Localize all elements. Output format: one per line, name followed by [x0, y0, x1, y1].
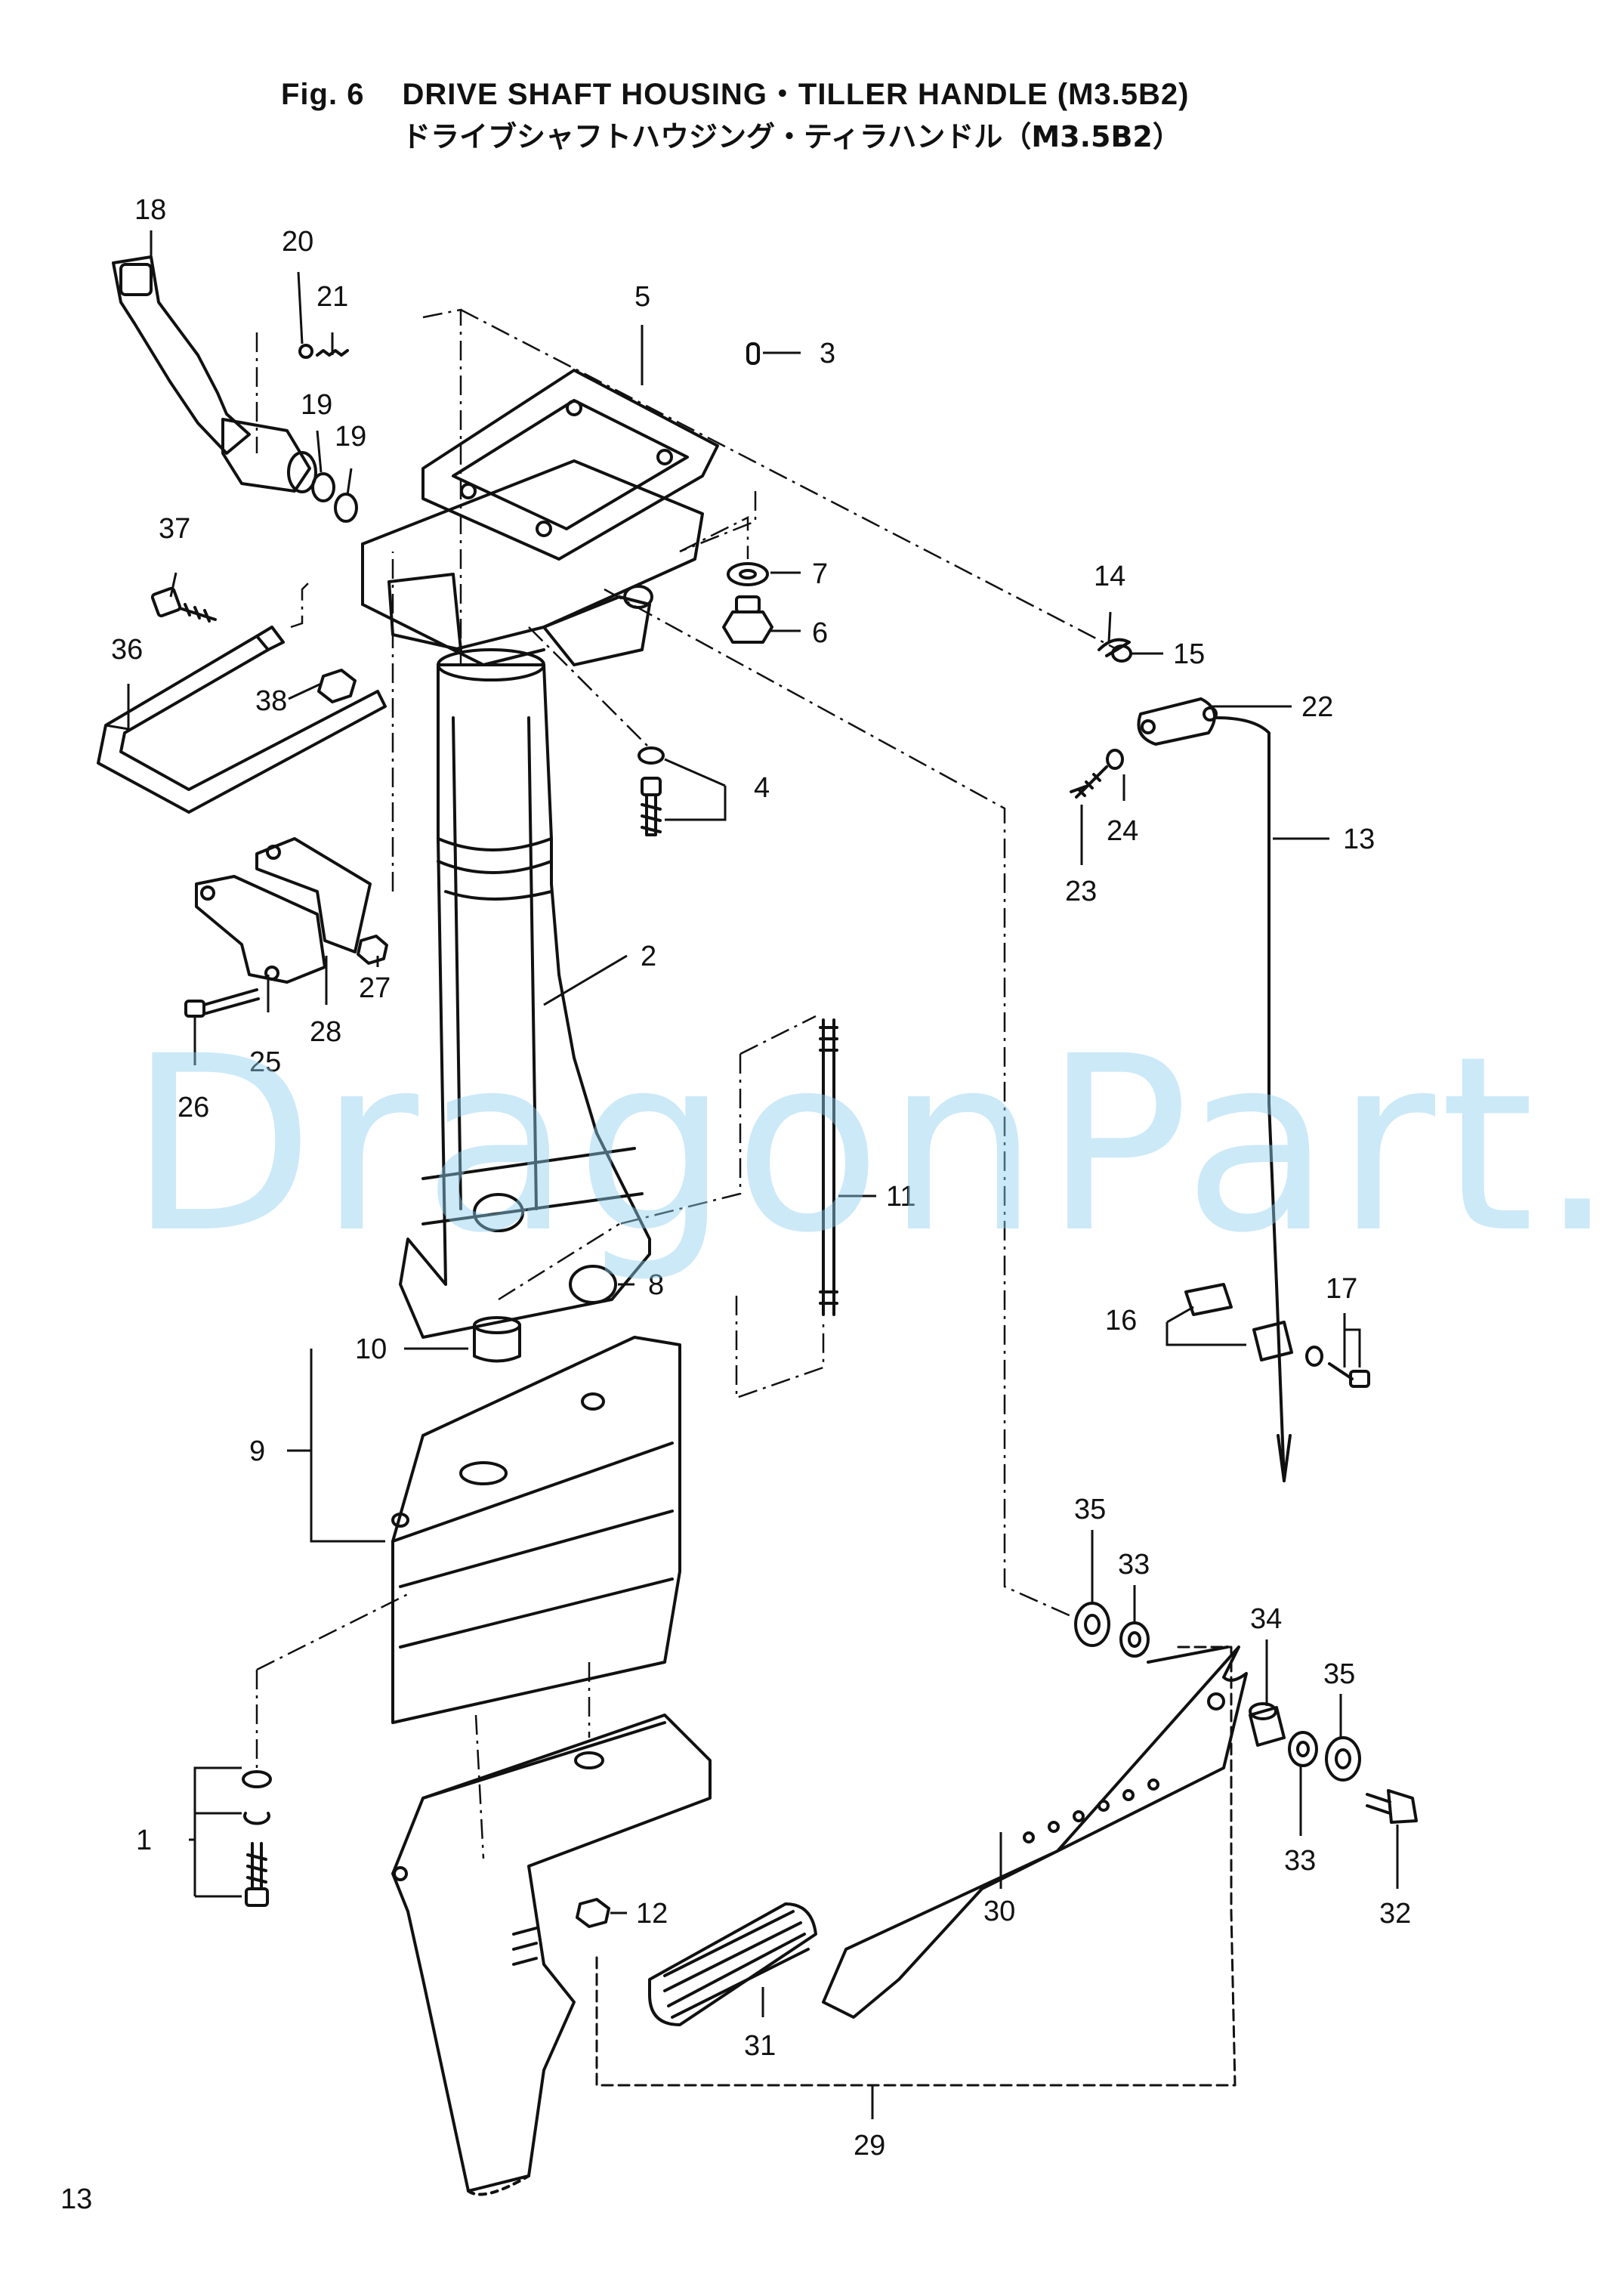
title-english: DRIVE SHAFT HOUSING・TILLER HANDLE (M3.5B… [402, 78, 1190, 111]
part-9-lower-casing [391, 1336, 681, 1724]
part-2-drive-shaft-housing [399, 648, 651, 1339]
callout-25: 25 [249, 1046, 281, 1078]
part-36-tilt-handle [97, 626, 387, 814]
callout-38: 38 [255, 685, 287, 717]
callout-30: 30 [983, 1896, 1015, 1927]
callout-19-a: 19 [301, 389, 332, 421]
part-27-nut [357, 935, 388, 965]
part-37-bolt [150, 586, 217, 623]
callout-23: 23 [1065, 876, 1097, 907]
callout-21: 21 [316, 281, 348, 313]
upper-mount-housing [361, 459, 704, 666]
title-japanese: ドライブシャフトハウジング・ティラハンドル（M3.5B2） [402, 120, 1181, 153]
part-32-bolt [1366, 1789, 1418, 1824]
callout-33-a: 33 [1118, 1549, 1150, 1581]
part-28-plate [255, 837, 372, 953]
part-1-bolt-set [242, 1770, 272, 1907]
part-35-washer-a [1074, 1602, 1110, 1647]
part-19-oring-b [334, 493, 358, 523]
callout-22: 22 [1301, 691, 1333, 723]
callout-26: 26 [178, 1092, 209, 1123]
callout-33-b: 33 [1284, 1845, 1316, 1877]
callout-28: 28 [310, 1016, 341, 1048]
part-12-nut [576, 1898, 610, 1928]
part-14-cotter-pin [1098, 638, 1131, 657]
part-29-assembly-outline [595, 1646, 1237, 2087]
part-34-spacer [1249, 1702, 1286, 1747]
callout-35-a: 35 [1074, 1494, 1106, 1525]
callout-6: 6 [812, 617, 828, 649]
callout-labels: 18 20 21 19 19 5 3 37 36 38 7 6 14 15 22… [111, 194, 1411, 2162]
callout-11: 11 [886, 1181, 915, 1213]
callout-34: 34 [1250, 1603, 1282, 1635]
callout-10: 10 [355, 1333, 387, 1365]
callout-18: 18 [134, 194, 166, 226]
callout-13: 13 [1343, 824, 1375, 855]
callout-1: 1 [136, 1825, 152, 1856]
part-15-washer [1111, 644, 1132, 663]
part-8-plug [569, 1265, 617, 1304]
part-7-washer [727, 562, 769, 586]
gear-case [391, 1714, 712, 2196]
callout-16: 16 [1105, 1305, 1137, 1337]
part-10-bushing [473, 1316, 521, 1363]
callout-15: 15 [1173, 638, 1205, 670]
callout-5: 5 [634, 281, 650, 313]
title-english-line: Fig. 6 DRIVE SHAFT HOUSING・TILLER HANDLE … [281, 70, 1190, 113]
callout-32: 32 [1379, 1898, 1411, 1930]
figure-number: Fig. 6 [281, 78, 365, 111]
part-26-bolt [184, 988, 260, 1018]
part-33-bushing-a [1119, 1621, 1150, 1658]
part-20-ball [298, 344, 313, 359]
page-number: 13 [60, 2183, 93, 2215]
part-16-rod-clamp [1184, 1283, 1293, 1361]
part-5-gasket [421, 369, 719, 561]
part-11-stud-bolt [819, 1018, 838, 1316]
callout-35-b: 35 [1323, 1658, 1355, 1690]
callout-29: 29 [854, 2130, 885, 2162]
callout-20: 20 [282, 226, 313, 258]
callout-17: 17 [1326, 1273, 1357, 1305]
callout-12: 12 [636, 1898, 668, 1930]
part-25-plate [195, 875, 326, 984]
part-38-nut [317, 669, 357, 703]
callout-31: 31 [744, 2030, 776, 2062]
assembly-guide-lines [255, 308, 1119, 1859]
part-24-washer [1106, 749, 1124, 770]
part-13-shift-rod [1215, 716, 1292, 1482]
part-35-washer-b [1325, 1736, 1361, 1782]
callout-27: 27 [359, 972, 391, 1004]
callout-36: 36 [111, 634, 143, 666]
callout-3: 3 [820, 338, 835, 369]
part-33-bushing-b [1288, 1731, 1318, 1767]
leader-lines [105, 230, 1399, 2119]
callout-7: 7 [812, 558, 828, 590]
callout-9: 9 [249, 1435, 265, 1467]
callout-14: 14 [1094, 561, 1125, 592]
part-31-grip [648, 1902, 817, 2026]
part-30-tiller-arm [822, 1646, 1248, 2019]
callout-19-b: 19 [335, 421, 366, 453]
part-17-screw-washer [1305, 1346, 1370, 1388]
part-4-bolt [638, 746, 665, 836]
callout-24: 24 [1107, 815, 1138, 847]
callout-2: 2 [641, 941, 656, 972]
part-6-plug [722, 595, 773, 644]
part-3-dowel-pin [746, 342, 760, 365]
part-19-oring-a [311, 472, 335, 502]
part-22-rod-joint [1137, 697, 1218, 746]
callout-8: 8 [648, 1269, 664, 1301]
callout-37: 37 [159, 513, 190, 545]
callout-4: 4 [754, 772, 770, 804]
part-18-lever [112, 255, 317, 493]
part-23-screw [1070, 765, 1108, 799]
